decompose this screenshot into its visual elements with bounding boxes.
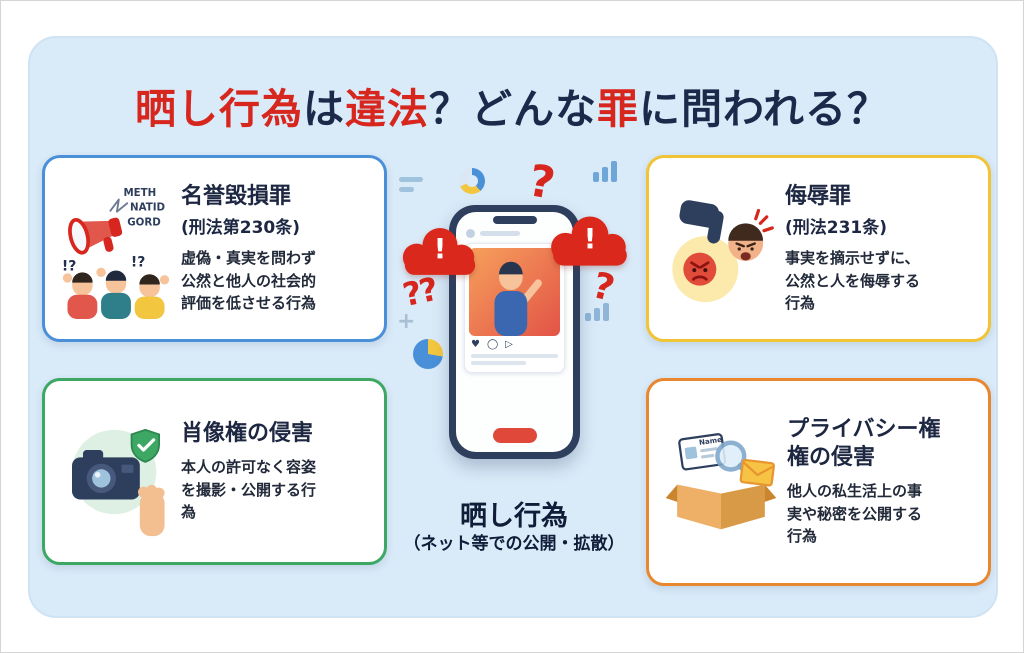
megaphone-word-1: METH: [123, 186, 156, 198]
crowd-person-yellow: [134, 273, 165, 319]
like-icon: ♥: [471, 339, 480, 350]
card-defamation: METH NATID GORD !? !?: [42, 155, 387, 342]
title-highlight-tsumi: 罪: [597, 85, 640, 133]
hand: [138, 484, 165, 536]
alert-cloud-left: !: [397, 222, 483, 279]
alert-cloud-right: !: [545, 210, 635, 270]
raised-arm: [521, 279, 542, 303]
plus-icon: +: [397, 309, 416, 334]
center-label: 晒し行為: [460, 501, 568, 532]
bar-chart-icon: [593, 161, 617, 182]
megaphone-crowd-icon: METH NATID GORD !? !?: [59, 179, 173, 319]
card-title: 肖像権の侵害: [181, 420, 314, 446]
donut-chart-icon: [459, 168, 485, 194]
box-documents-icon: Name: [663, 424, 779, 540]
phone-notch: [492, 216, 537, 224]
bar-chart-icon: [585, 303, 609, 321]
home-button: [492, 428, 537, 443]
placeholder-line: [480, 231, 520, 236]
title-text: は: [303, 85, 346, 133]
card-title: 侮辱罪: [785, 183, 852, 209]
text-lines-icon: [399, 177, 423, 197]
post-image: [469, 248, 560, 336]
post-actions: ♥ ◯ ▷: [469, 336, 560, 351]
crowd-person-teal: [101, 269, 131, 319]
card-description: 事実を摘示せずに、 公然と人を侮辱する 行為: [785, 249, 921, 312]
comment-icon: ◯: [486, 339, 499, 350]
center-sublabel: （ネット等での公開・拡散）: [403, 534, 625, 554]
card-subtitle: (刑法231条): [785, 218, 888, 238]
thumbs-down-icon: [679, 199, 724, 243]
crowd-person-red: [67, 271, 98, 319]
title-text: に問われる？: [639, 85, 889, 133]
post-header: [466, 229, 520, 238]
exclamation-icon: !: [433, 232, 447, 265]
share-icon: ▷: [505, 339, 513, 350]
megaphone: [68, 217, 123, 255]
envelope-icon: [739, 458, 775, 487]
page-title: 晒し行為は違法？どんな罪に問われる？: [1, 75, 1023, 135]
surprise-mark: !?: [62, 258, 77, 274]
placeholder-line: [471, 361, 526, 365]
pie-chart-icon: [413, 339, 443, 369]
card-privacy-rights: Name: [646, 378, 991, 586]
megaphone-word-3: GORD: [127, 216, 161, 228]
title-highlight-sarashi: 晒し行為: [135, 85, 304, 133]
angry-emoji-icon: [683, 252, 717, 286]
megaphone-word-2: NATID: [130, 201, 165, 213]
card-title: 名誉毀損罪: [181, 183, 292, 209]
exclamation-icon: !: [583, 221, 597, 255]
shield-check-icon: [130, 428, 160, 463]
card-description: 虚偽・真実を問わず 公然と他人の社会的 評価を低させる行為: [181, 249, 317, 312]
card-insult: 侮辱罪 (刑法231条) 事実を摘示せずに、 公然と人を侮辱する 行為: [646, 155, 991, 342]
card-title: プライバシー権 権の侵害: [787, 417, 941, 470]
camera-icon: [72, 449, 140, 499]
card-portrait-rights: 肖像権の侵害 本人の許可なく容姿 を撮影・公開する行 為: [42, 378, 387, 565]
surprise-mark: !?: [131, 254, 146, 270]
avatar: [466, 229, 475, 238]
card-description: 本人の許可なく容姿 を撮影・公開する行 為: [181, 458, 317, 521]
thumbs-down-angry-icon: [663, 184, 777, 314]
angry-person: [728, 208, 774, 261]
title-text: ？どんな: [429, 85, 598, 133]
id-card-label: Name: [698, 435, 722, 447]
social-post: ♥ ◯ ▷: [464, 243, 565, 373]
card-subtitle: (刑法第230条): [181, 218, 301, 238]
camera-shield-icon: [59, 406, 173, 538]
placeholder-line: [471, 354, 558, 358]
cardboard-box: [665, 484, 777, 530]
title-highlight-ihou: 違法: [345, 85, 430, 133]
card-description: 他人の私生活上の事 実や秘密を公開する 行為: [787, 482, 923, 546]
